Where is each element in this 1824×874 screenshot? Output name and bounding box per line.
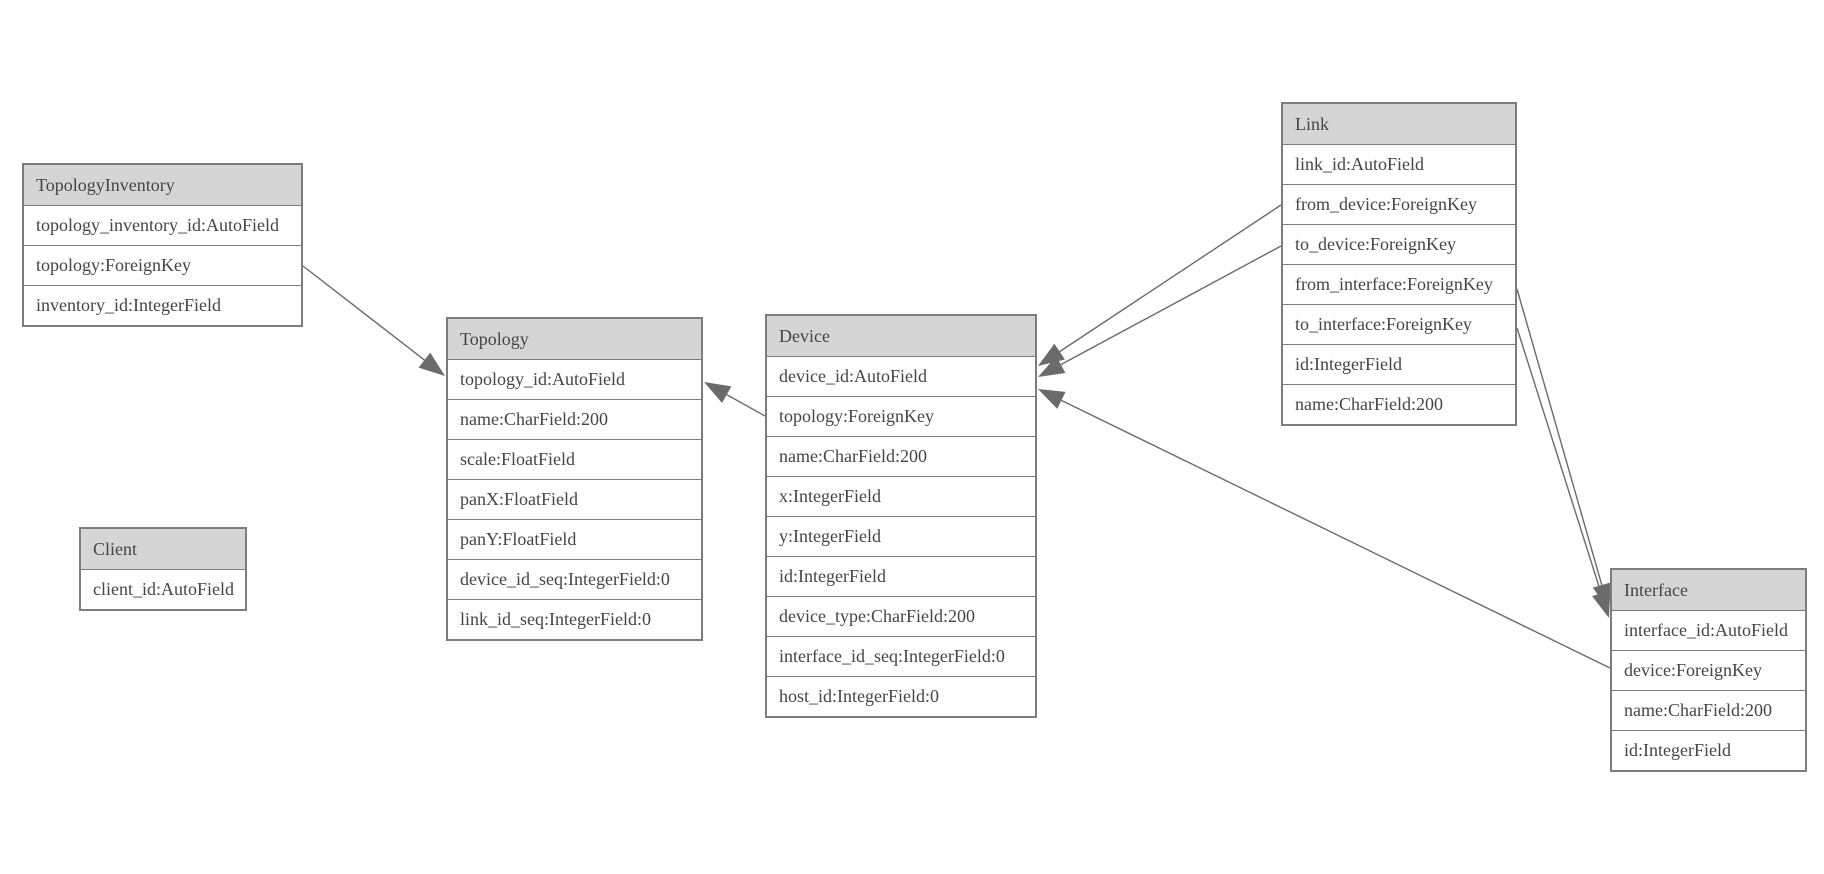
edge-link-from_device-to-device-arrowhead — [1038, 343, 1065, 366]
entity-topology-field-1: name:CharField:200 — [448, 399, 701, 439]
entity-link-field-4: to_interface:ForeignKey — [1283, 304, 1515, 344]
edge-device-topology-to-topology — [726, 394, 766, 417]
entity-link-title: Link — [1283, 104, 1515, 144]
edge-interface-device-to-device — [1061, 399, 1611, 669]
entity-topology-field-6: link_id_seq:IntegerField:0 — [448, 599, 701, 639]
entity-interface-field-3: id:IntegerField — [1612, 730, 1805, 770]
entity-device-field-8: host_id:IntegerField:0 — [767, 676, 1035, 716]
edge-link-to_interface-to-interface — [1516, 327, 1602, 594]
entity-interface-field-0: interface_id:AutoField — [1612, 610, 1805, 650]
entity-interface-field-2: name:CharField:200 — [1612, 690, 1805, 730]
entity-link-field-1: from_device:ForeignKey — [1283, 184, 1515, 224]
entity-interface-title: Interface — [1612, 570, 1805, 610]
entity-topology-field-4: panY:FloatField — [448, 519, 701, 559]
entity-interface-field-1: device:ForeignKey — [1612, 650, 1805, 690]
edge-link-from_device-to-device — [1059, 204, 1282, 353]
entity-link-field-0: link_id:AutoField — [1283, 144, 1515, 184]
entity-topology-inventory-title: TopologyInventory — [24, 165, 301, 205]
edge-topologyinventory-topology-to-topology-arrowhead — [418, 352, 445, 376]
entity-client[interactable]: Client client_id:AutoField — [79, 527, 247, 611]
entity-device-field-4: y:IntegerField — [767, 516, 1035, 556]
entity-topology-title: Topology — [448, 319, 701, 359]
entity-device-field-3: x:IntegerField — [767, 476, 1035, 516]
entity-device-field-5: id:IntegerField — [767, 556, 1035, 596]
edge-link-to_device-to-device-arrowhead — [1038, 356, 1066, 377]
entity-device-field-2: name:CharField:200 — [767, 436, 1035, 476]
entity-link-field-2: to_device:ForeignKey — [1283, 224, 1515, 264]
entity-link-field-6: name:CharField:200 — [1283, 384, 1515, 424]
entity-link-field-5: id:IntegerField — [1283, 344, 1515, 384]
entity-topology-field-3: panX:FloatField — [448, 479, 701, 519]
edge-link-from_interface-to-interface — [1516, 288, 1603, 586]
entity-topology-field-5: device_id_seq:IntegerField:0 — [448, 559, 701, 599]
edge-link-to_device-to-device — [1060, 245, 1282, 366]
entity-topology-inventory-field-1: topology:ForeignKey — [24, 245, 301, 285]
entity-device-title: Device — [767, 316, 1035, 356]
entity-client-field-0: client_id:AutoField — [81, 569, 245, 609]
entity-topology-inventory-field-0: topology_inventory_id:AutoField — [24, 205, 301, 245]
entity-topology-field-0: topology_id:AutoField — [448, 359, 701, 399]
entity-client-title: Client — [81, 529, 245, 569]
edge-topologyinventory-topology-to-topology — [302, 265, 425, 361]
entity-link-field-3: from_interface:ForeignKey — [1283, 264, 1515, 304]
edge-link-from_interface-to-interface-arrowhead — [1592, 582, 1611, 610]
edge-interface-device-to-device-arrowhead — [1038, 389, 1066, 409]
edge-link-to_interface-to-interface-arrowhead — [1592, 590, 1611, 618]
entity-topology-field-2: scale:FloatField — [448, 439, 701, 479]
edge-device-topology-to-topology-arrowhead — [704, 382, 732, 403]
entity-topology-inventory-field-2: inventory_id:IntegerField — [24, 285, 301, 325]
entity-device-field-7: interface_id_seq:IntegerField:0 — [767, 636, 1035, 676]
entity-device-field-0: device_id:AutoField — [767, 356, 1035, 396]
entity-topology-inventory[interactable]: TopologyInventory topology_inventory_id:… — [22, 163, 303, 327]
entity-device-field-1: topology:ForeignKey — [767, 396, 1035, 436]
entity-device-field-6: device_type:CharField:200 — [767, 596, 1035, 636]
